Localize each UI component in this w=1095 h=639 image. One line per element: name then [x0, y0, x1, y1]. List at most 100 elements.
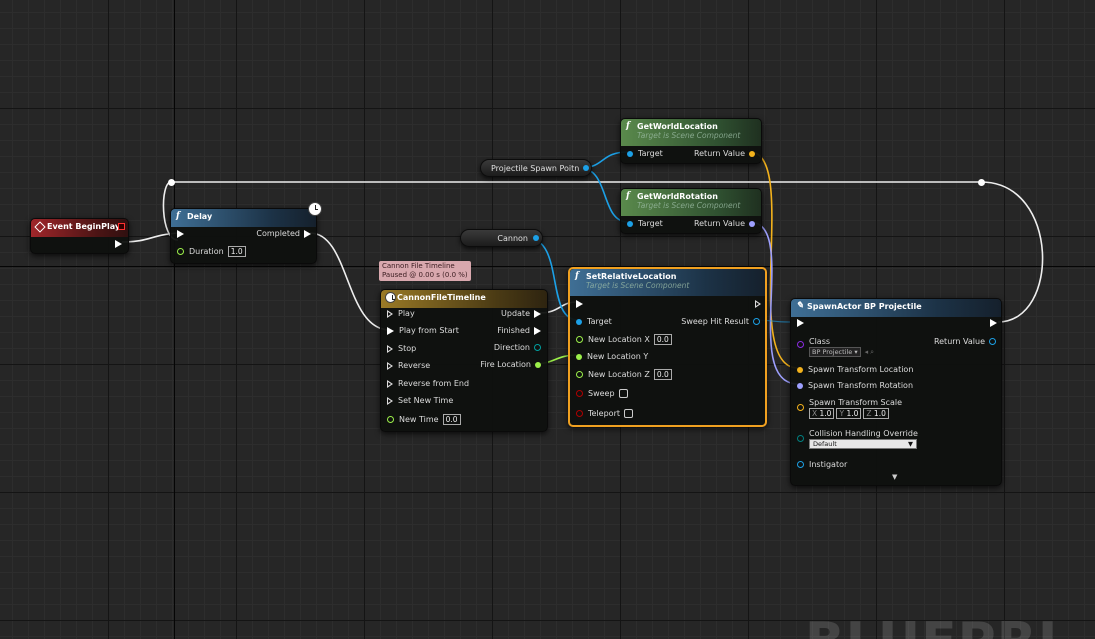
spawn-location-pin[interactable]: Spawn Transform Location: [797, 365, 913, 374]
timeline-input-reverse[interactable]: Reverse: [387, 361, 430, 370]
timeline-input-play[interactable]: Play: [387, 309, 415, 318]
object-pin-icon[interactable]: [533, 235, 539, 241]
new-location-y-pin[interactable]: New Location Y: [576, 352, 648, 361]
scale-z-field[interactable]: Z 1.0: [863, 408, 889, 419]
arrow-left-icon[interactable]: ◂: [864, 348, 869, 356]
timeline-input-label: Reverse from End: [398, 379, 470, 388]
set-relative-location-exec-out[interactable]: [755, 300, 761, 308]
expand-advanced-arrow-icon[interactable]: ▼: [892, 473, 898, 481]
new-location-x-value[interactable]: 0.0: [653, 334, 672, 345]
get-world-location-return-pin[interactable]: Return Value: [694, 149, 755, 158]
spawn-actor-return-pin[interactable]: Return Value: [934, 337, 996, 346]
instigator-pin[interactable]: Instigator: [797, 460, 847, 469]
exec-pin-icon: [304, 229, 311, 238]
variable-cannon-label: Cannon: [497, 233, 528, 243]
new-location-x-label: New Location X: [588, 335, 650, 344]
get-world-rotation-return-pin[interactable]: Return Value: [694, 219, 755, 228]
new-location-z-pin[interactable]: New Location Z 0.0: [576, 369, 672, 380]
event-beginplay-node[interactable]: Event BeginPlay: [30, 218, 129, 254]
target-label: Target: [638, 219, 663, 228]
get-world-location-node[interactable]: f GetWorldLocation Target is Scene Compo…: [620, 118, 762, 164]
timeline-input-stop[interactable]: Stop: [387, 344, 416, 353]
timeline-output-label: Direction: [493, 343, 530, 352]
new-location-z-value[interactable]: 0.0: [653, 369, 672, 380]
beginplay-exec-out[interactable]: [115, 240, 127, 248]
timeline-new-time-pin[interactable]: New Time 0.0: [387, 414, 461, 425]
delay-header: f Delay: [171, 209, 316, 227]
exec-pin-icon: [387, 397, 393, 405]
timeline-new-time-value[interactable]: 0.0: [442, 414, 461, 425]
set-relative-location-title: SetRelativeLocation: [586, 272, 677, 281]
rotator-pin-icon: [797, 382, 803, 389]
delay-duration-value[interactable]: 1.0: [227, 246, 246, 257]
spawn-rotation-label: Spawn Transform Rotation: [808, 381, 914, 390]
spawn-class-value: BP Projectile: [812, 348, 853, 356]
exec-pin-icon: [755, 300, 761, 308]
timeline-output-fire-location[interactable]: Fire Location: [480, 360, 541, 369]
delay-node[interactable]: f Delay Completed Duration 1.0: [170, 202, 322, 264]
sweep-checkbox[interactable]: [618, 389, 628, 398]
set-relative-location-sweep-hit-pin[interactable]: Sweep Hit Result: [681, 317, 760, 326]
delay-completed-pin[interactable]: Completed: [256, 229, 311, 238]
target-label: Target: [587, 317, 612, 326]
reroute-knot-left[interactable]: [168, 179, 175, 186]
spawn-actor-class-pin[interactable]: Class BP Projectile ▾ ◂ ⌕: [797, 337, 874, 357]
graph-origin-vertical-line: [174, 0, 175, 639]
spawn-actor-exec-out[interactable]: [990, 319, 997, 327]
class-pin-icon: [797, 341, 804, 348]
set-relative-location-target-pin[interactable]: Target: [576, 317, 612, 326]
vector-pin-icon: [797, 366, 803, 373]
struct-pin-icon: [753, 318, 760, 325]
collision-override-dropdown[interactable]: Default ▼: [809, 439, 917, 449]
object-pin-icon: [989, 338, 996, 345]
exec-pin-icon: [115, 240, 122, 248]
delay-exec-in[interactable]: [177, 230, 189, 238]
teleport-checkbox[interactable]: [624, 409, 633, 418]
spawn-scale-pin[interactable]: Spawn Transform Scale X 1.0 Y 1.0 Z 1.0: [797, 398, 902, 419]
set-relative-location-node[interactable]: f SetRelativeLocation Target is Scene Co…: [568, 267, 767, 427]
return-value-label: Return Value: [693, 149, 745, 158]
get-world-rotation-node[interactable]: f GetWorldRotation Target is Scene Compo…: [620, 188, 762, 234]
float-pin-icon: [387, 416, 394, 423]
spawn-actor-exec-in[interactable]: [797, 319, 809, 327]
timeline-output-label: Finished: [497, 326, 530, 335]
event-icon: [34, 221, 46, 233]
latent-clock-icon: [308, 202, 322, 216]
timeline-input-reverse-from-end[interactable]: Reverse from End: [387, 379, 469, 388]
set-relative-location-exec-in[interactable]: [576, 300, 588, 308]
new-location-y-label: New Location Y: [587, 352, 649, 361]
new-location-x-pin[interactable]: New Location X 0.0: [576, 334, 672, 345]
blueprint-watermark: BLUEPRI: [805, 612, 1058, 639]
timeline-output-finished[interactable]: Finished: [497, 326, 541, 335]
collision-override-label: Collision Handling Override: [809, 429, 918, 438]
variable-cannon[interactable]: Cannon: [460, 229, 543, 247]
wire-delay-to-timeline: [309, 232, 391, 331]
spawn-class-dropdown[interactable]: BP Projectile ▾: [809, 347, 861, 357]
graph-origin-horizontal-line: [0, 266, 1095, 267]
float-pin-icon: [576, 371, 583, 378]
reroute-knot-right[interactable]: [978, 179, 985, 186]
scale-x-field[interactable]: X 1.0: [809, 408, 835, 419]
spawn-actor-node[interactable]: ✎ SpawnActor BP Projectile Class BP Proj…: [790, 298, 1002, 486]
spawn-rotation-pin[interactable]: Spawn Transform Rotation: [797, 381, 913, 390]
search-icon[interactable]: ⌕: [870, 347, 875, 356]
get-world-rotation-target-pin[interactable]: Target: [627, 219, 663, 228]
cannon-timeline-node[interactable]: CannonFileTimeline Play Play from Start …: [380, 289, 548, 432]
teleport-pin[interactable]: Teleport: [576, 409, 633, 418]
timeline-output-update[interactable]: Update: [501, 309, 541, 318]
set-relative-location-header: f SetRelativeLocation Target is Scene Co…: [570, 269, 765, 296]
sweep-pin[interactable]: Sweep: [576, 389, 628, 398]
exec-pin-icon: [576, 300, 583, 308]
get-world-location-target-pin[interactable]: Target: [627, 149, 663, 158]
collision-override-pin[interactable]: Collision Handling Override Default ▼: [797, 429, 918, 449]
scale-y-field[interactable]: Y 1.0: [836, 408, 862, 419]
sweep-hit-result-label: Sweep Hit Result: [681, 317, 749, 326]
object-pin-icon[interactable]: [583, 165, 589, 171]
timeline-input-set-new-time[interactable]: Set New Time: [387, 396, 453, 405]
variable-projectile-spawn-point[interactable]: Projectile Spawn Poitn: [480, 159, 592, 177]
delay-duration-pin[interactable]: Duration 1.0: [177, 246, 246, 257]
timeline-output-direction[interactable]: Direction: [494, 343, 541, 352]
timeline-input-play-from-start[interactable]: Play from Start: [387, 326, 459, 335]
object-pin-icon: [576, 318, 582, 325]
